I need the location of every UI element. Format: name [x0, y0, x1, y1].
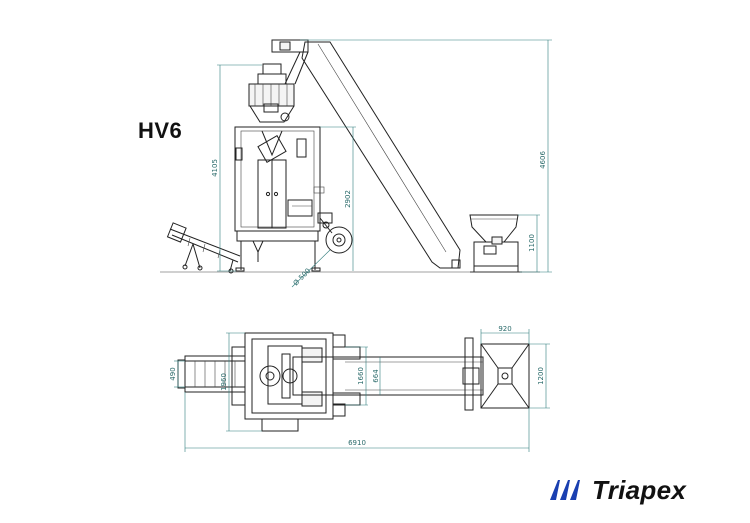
- triapex-mark-icon: [550, 480, 580, 500]
- elevator-top: [292, 337, 484, 411]
- vffs-body: [234, 126, 325, 272]
- weigher-head: [248, 63, 295, 123]
- dim-machine-height: 4105: [211, 159, 219, 177]
- top-dimensions: 920 1200 664 1660 490 1960 6910: [169, 325, 550, 452]
- hopper-top: [480, 343, 530, 409]
- dim-total-height: 4606: [539, 151, 547, 169]
- dim-machine-depth: 1960: [220, 373, 228, 391]
- dim-frame-height: 2902: [344, 190, 352, 208]
- brand-name: Triapex: [592, 474, 687, 505]
- outfeed-conveyor: [166, 222, 241, 274]
- dim-total-length: 6910: [348, 439, 366, 447]
- dim-hopper-width: 920: [498, 325, 511, 333]
- outfeed-conveyor-top: [177, 355, 246, 393]
- film-reel: [317, 212, 353, 254]
- feed-hopper: [469, 214, 522, 273]
- side-dimensions: 4606 4105 2902 1100 Ø 500: [211, 39, 552, 288]
- top-view: [177, 332, 530, 432]
- dim-frame-depth: 1660: [357, 367, 365, 385]
- brand-logo: Triapex: [548, 474, 687, 505]
- dim-reel-diameter: Ø 500: [292, 267, 313, 288]
- dim-conveyor-width: 664: [372, 369, 380, 383]
- dim-hopper-height: 1100: [528, 234, 536, 252]
- dim-hopper-depth: 1200: [537, 367, 545, 385]
- dim-outfeed-width: 490: [169, 367, 177, 380]
- model-title: HV6: [138, 118, 183, 143]
- bucket-elevator: [271, 39, 461, 269]
- side-view: [160, 39, 540, 274]
- machine-frame-top: [231, 332, 361, 432]
